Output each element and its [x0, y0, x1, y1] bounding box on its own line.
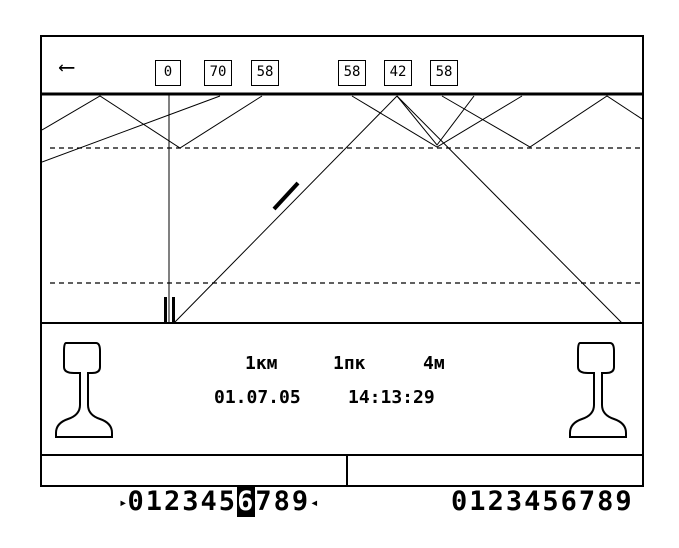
digit-4[interactable]: 4: [524, 486, 543, 517]
digit-8[interactable]: 8: [273, 486, 292, 517]
trace-diagonal-1: [173, 95, 398, 324]
digit-6-selected[interactable]: 6: [237, 486, 256, 517]
start-marker-icon: ▸: [119, 494, 128, 511]
m-readout: 4м: [423, 353, 445, 374]
left-arrow-icon: ⟵: [60, 55, 74, 80]
rail-profile-icon-left: [55, 342, 113, 438]
probe-marker: [164, 297, 167, 323]
attenuation-box-6: 58: [430, 60, 458, 86]
right-channel-selector[interactable]: 0123456789: [378, 457, 634, 517]
km-readout: 1км: [245, 353, 278, 374]
attenuation-box-2: 70: [204, 60, 232, 86]
trace-3: [351, 95, 523, 148]
digit-4[interactable]: 4: [200, 486, 219, 517]
rail-profile-icon-right: [569, 342, 627, 438]
time-readout: 14:13:29: [348, 387, 435, 408]
digit-1[interactable]: 1: [145, 486, 164, 517]
digit-5[interactable]: 5: [218, 486, 238, 517]
digit-8[interactable]: 8: [597, 486, 616, 517]
date-readout: 01.07.05: [214, 387, 301, 408]
attenuation-box-5: 42: [384, 60, 412, 86]
digit-0[interactable]: 0: [451, 486, 470, 517]
defect-mark: [272, 181, 300, 211]
attenuation-box-1: 0: [155, 60, 181, 86]
digit-2[interactable]: 2: [487, 486, 506, 517]
digit-5[interactable]: 5: [542, 486, 561, 517]
trace-2: [42, 95, 221, 163]
bscan-plot: [42, 92, 642, 487]
digit-3[interactable]: 3: [505, 486, 525, 517]
attenuation-box-3: 58: [251, 60, 279, 86]
trace-4: [441, 95, 642, 148]
pk-readout: 1пк: [333, 353, 366, 374]
digit-2[interactable]: 2: [164, 486, 183, 517]
trace-diagonal-2: [396, 95, 623, 324]
digit-7[interactable]: 7: [255, 486, 274, 517]
defectoscope-screen: ⟵ 0 70 58 58 42 58: [40, 35, 644, 517]
trace-1: [42, 95, 263, 149]
digit-9[interactable]: 9: [615, 486, 634, 517]
digit-6[interactable]: 6: [560, 486, 579, 517]
left-channel-selector[interactable]: ▸0123456789◂: [46, 457, 319, 517]
digit-1[interactable]: 1: [469, 486, 488, 517]
attenuation-box-4: 58: [338, 60, 366, 86]
digit-7[interactable]: 7: [578, 486, 598, 517]
digit-0[interactable]: 0: [127, 486, 146, 517]
trace-5: [396, 95, 475, 146]
end-marker-icon: ◂: [310, 494, 319, 511]
digit-3[interactable]: 3: [182, 486, 201, 517]
digit-9[interactable]: 9: [291, 486, 311, 517]
